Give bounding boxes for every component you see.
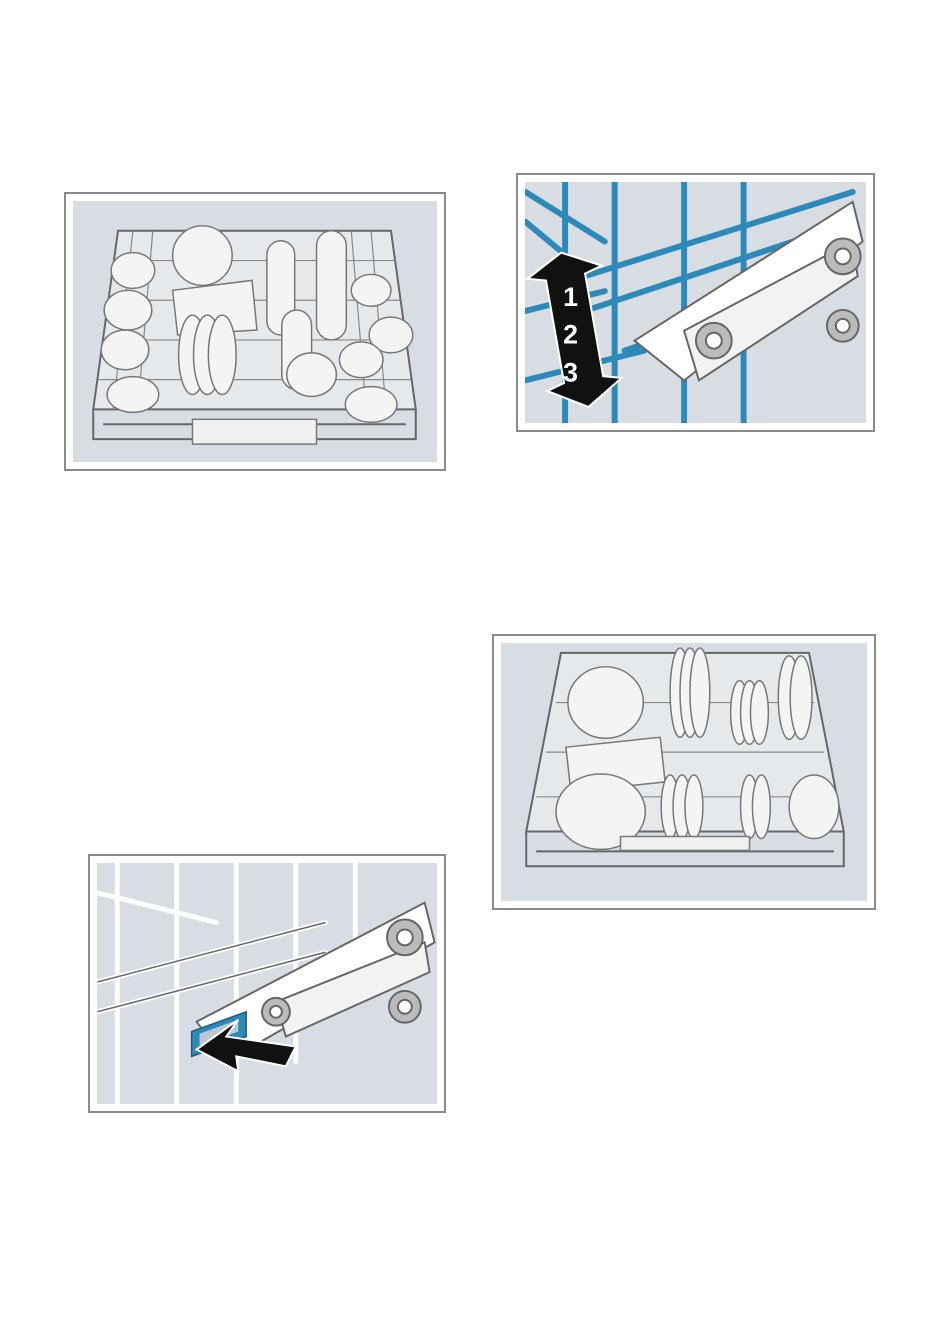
release-lever-press-illustration <box>97 863 437 1104</box>
figure-release-lever <box>88 854 446 1113</box>
level-1-label: 1 <box>563 282 578 312</box>
upper-basket-crockery-illustration <box>73 201 437 462</box>
level-3-label: 3 <box>563 357 578 387</box>
figure-height-adjustment: 1 2 3 <box>516 173 875 432</box>
level-2-label: 2 <box>563 320 578 350</box>
lower-basket-plates-illustration <box>501 643 867 901</box>
basket-height-lever-illustration: 1 2 3 <box>525 182 866 423</box>
figure-upper-basket-loaded <box>64 192 446 471</box>
figure-lower-basket-loaded <box>492 634 876 910</box>
